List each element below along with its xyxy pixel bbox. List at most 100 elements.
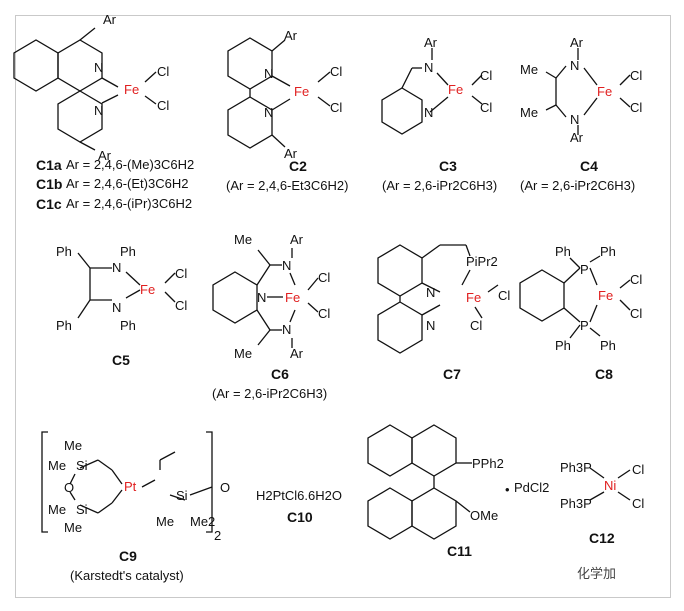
c9-me-1: Me — [64, 438, 83, 453]
c1-n-top: N — [94, 60, 104, 75]
c6-structure — [212, 248, 319, 348]
c1-cl-1: Cl — [157, 64, 170, 79]
c3-cl-1: Cl — [480, 68, 493, 83]
c6-n-py: N — [257, 290, 267, 305]
c9-structure — [41, 431, 213, 533]
c6-ar-top: Ar — [290, 232, 303, 247]
c4-ar-top: Ar — [570, 35, 583, 50]
c5-n-top: N — [112, 260, 122, 275]
c7-n-bottom: N — [426, 318, 436, 333]
c8-cl-1: Cl — [630, 272, 643, 287]
c9-si-2: Si — [76, 502, 88, 517]
c6-n-top: N — [282, 258, 292, 273]
c1-ar-top: Ar — [103, 12, 116, 27]
c1b-id: C1b — [36, 176, 63, 192]
c11-id: C11 — [447, 543, 472, 559]
c8-ph-1: Ph — [555, 244, 571, 259]
c10-id: C10 — [287, 509, 313, 525]
c7-structure — [377, 244, 499, 354]
c9-me-3: Me — [48, 502, 67, 517]
c4-fe: Fe — [597, 84, 613, 99]
c2-fe: Fe — [294, 84, 310, 99]
c5-id: C5 — [112, 352, 130, 368]
c12-id: C12 — [589, 530, 615, 546]
c4-cl-2: Cl — [630, 100, 643, 115]
c7-cl-1: Cl — [498, 288, 511, 303]
c1-fe: Fe — [124, 82, 140, 97]
c3-ar: Ar — [424, 35, 437, 50]
c10-formula: H2PtCl6.6H2O — [256, 488, 342, 503]
c6-fe: Fe — [285, 290, 301, 305]
c1-cl-2: Cl — [157, 98, 170, 113]
c11-dot: • — [505, 482, 510, 497]
c7-id: C7 — [443, 366, 461, 382]
c5-ph-1: Ph — [56, 244, 72, 259]
c6-n-bottom: N — [282, 322, 292, 337]
c4-me-top: Me — [520, 62, 539, 77]
c5-cl-2: Cl — [175, 298, 188, 313]
c1a-id: C1a — [36, 157, 62, 173]
c2-ar-note: (Ar = 2,4,6-Et3C6H2) — [226, 178, 349, 193]
c3-fe: Fe — [448, 82, 464, 97]
c2-structure — [227, 37, 331, 149]
c4-n-top: N — [570, 58, 580, 73]
c12-ph3p-top: Ph3P — [560, 460, 592, 475]
c9-o-bridge: O — [64, 480, 75, 495]
c8-ph-4: Ph — [600, 338, 616, 353]
c8-p-bottom: P — [580, 318, 589, 333]
c9-note: (Karstedt's catalyst) — [70, 568, 184, 583]
c8-ph-2: Ph — [600, 244, 616, 259]
c6-cl-1: Cl — [318, 270, 331, 285]
c1-n-bottom: N — [94, 103, 104, 118]
c2-n-bottom: N — [264, 105, 274, 120]
c2-cl-1: Cl — [330, 64, 343, 79]
c9-id: C9 — [119, 548, 137, 564]
c12-ni: Ni — [604, 478, 617, 493]
c4-id: C4 — [580, 158, 598, 174]
c5-ph-4: Ph — [120, 318, 136, 333]
c3-cl-2: Cl — [480, 100, 493, 115]
c12-ph3p-bottom: Ph3P — [560, 496, 592, 511]
c5-ph-3: Ph — [56, 318, 72, 333]
c9-subscript: 2 — [214, 528, 222, 543]
c9-me-4: Me — [64, 520, 83, 535]
c1-structure — [13, 27, 157, 151]
c3-n-imine: N — [424, 60, 434, 75]
c4-me-bottom: Me — [520, 105, 539, 120]
c8-p-top: P — [580, 262, 589, 277]
c2-n-top: N — [264, 66, 274, 81]
c1c-id: C1c — [36, 196, 62, 212]
c12-cl-1: Cl — [632, 462, 645, 477]
c8-id: C8 — [595, 366, 613, 382]
c3-ar-note: (Ar = 2,6-iPr2C6H3) — [382, 178, 498, 193]
c2-cl-2: Cl — [330, 100, 343, 115]
c7-cl-2: Cl — [470, 318, 483, 333]
c11-structure — [367, 424, 472, 540]
c9-pt: Pt — [124, 479, 137, 494]
c9-si-1: Si — [76, 458, 88, 473]
c8-fe: Fe — [598, 288, 614, 303]
c3-id: C3 — [439, 158, 457, 174]
c6-cl-2: Cl — [318, 306, 331, 321]
c4-structure — [545, 48, 631, 135]
c2-ar-bottom: Ar — [284, 146, 297, 161]
c3-n-py: N — [424, 105, 434, 120]
c9-me-5: Me — [156, 514, 175, 529]
c11-pph2: PPh2 — [472, 456, 504, 471]
c11-ome: OMe — [470, 508, 499, 523]
c1c-ar: Ar = 2,4,6-(iPr)3C6H2 — [66, 196, 193, 211]
c9-me-2: Me — [48, 458, 67, 473]
c12-structure — [589, 467, 631, 501]
watermark-label: 化学加 — [577, 566, 617, 581]
c4-ar-note: (Ar = 2,6-iPr2C6H3) — [520, 178, 636, 193]
c2-ar-top: Ar — [284, 28, 297, 43]
c5-ph-2: Ph — [120, 244, 136, 259]
c6-id: C6 — [271, 366, 289, 382]
c3-structure — [381, 48, 483, 135]
c9-me2: Me2 — [190, 514, 216, 529]
c6-me-top: Me — [234, 232, 253, 247]
c12-cl-2: Cl — [632, 496, 645, 511]
c5-fe: Fe — [140, 282, 156, 297]
c7-n-top: N — [426, 285, 436, 300]
c8-cl-2: Cl — [630, 306, 643, 321]
